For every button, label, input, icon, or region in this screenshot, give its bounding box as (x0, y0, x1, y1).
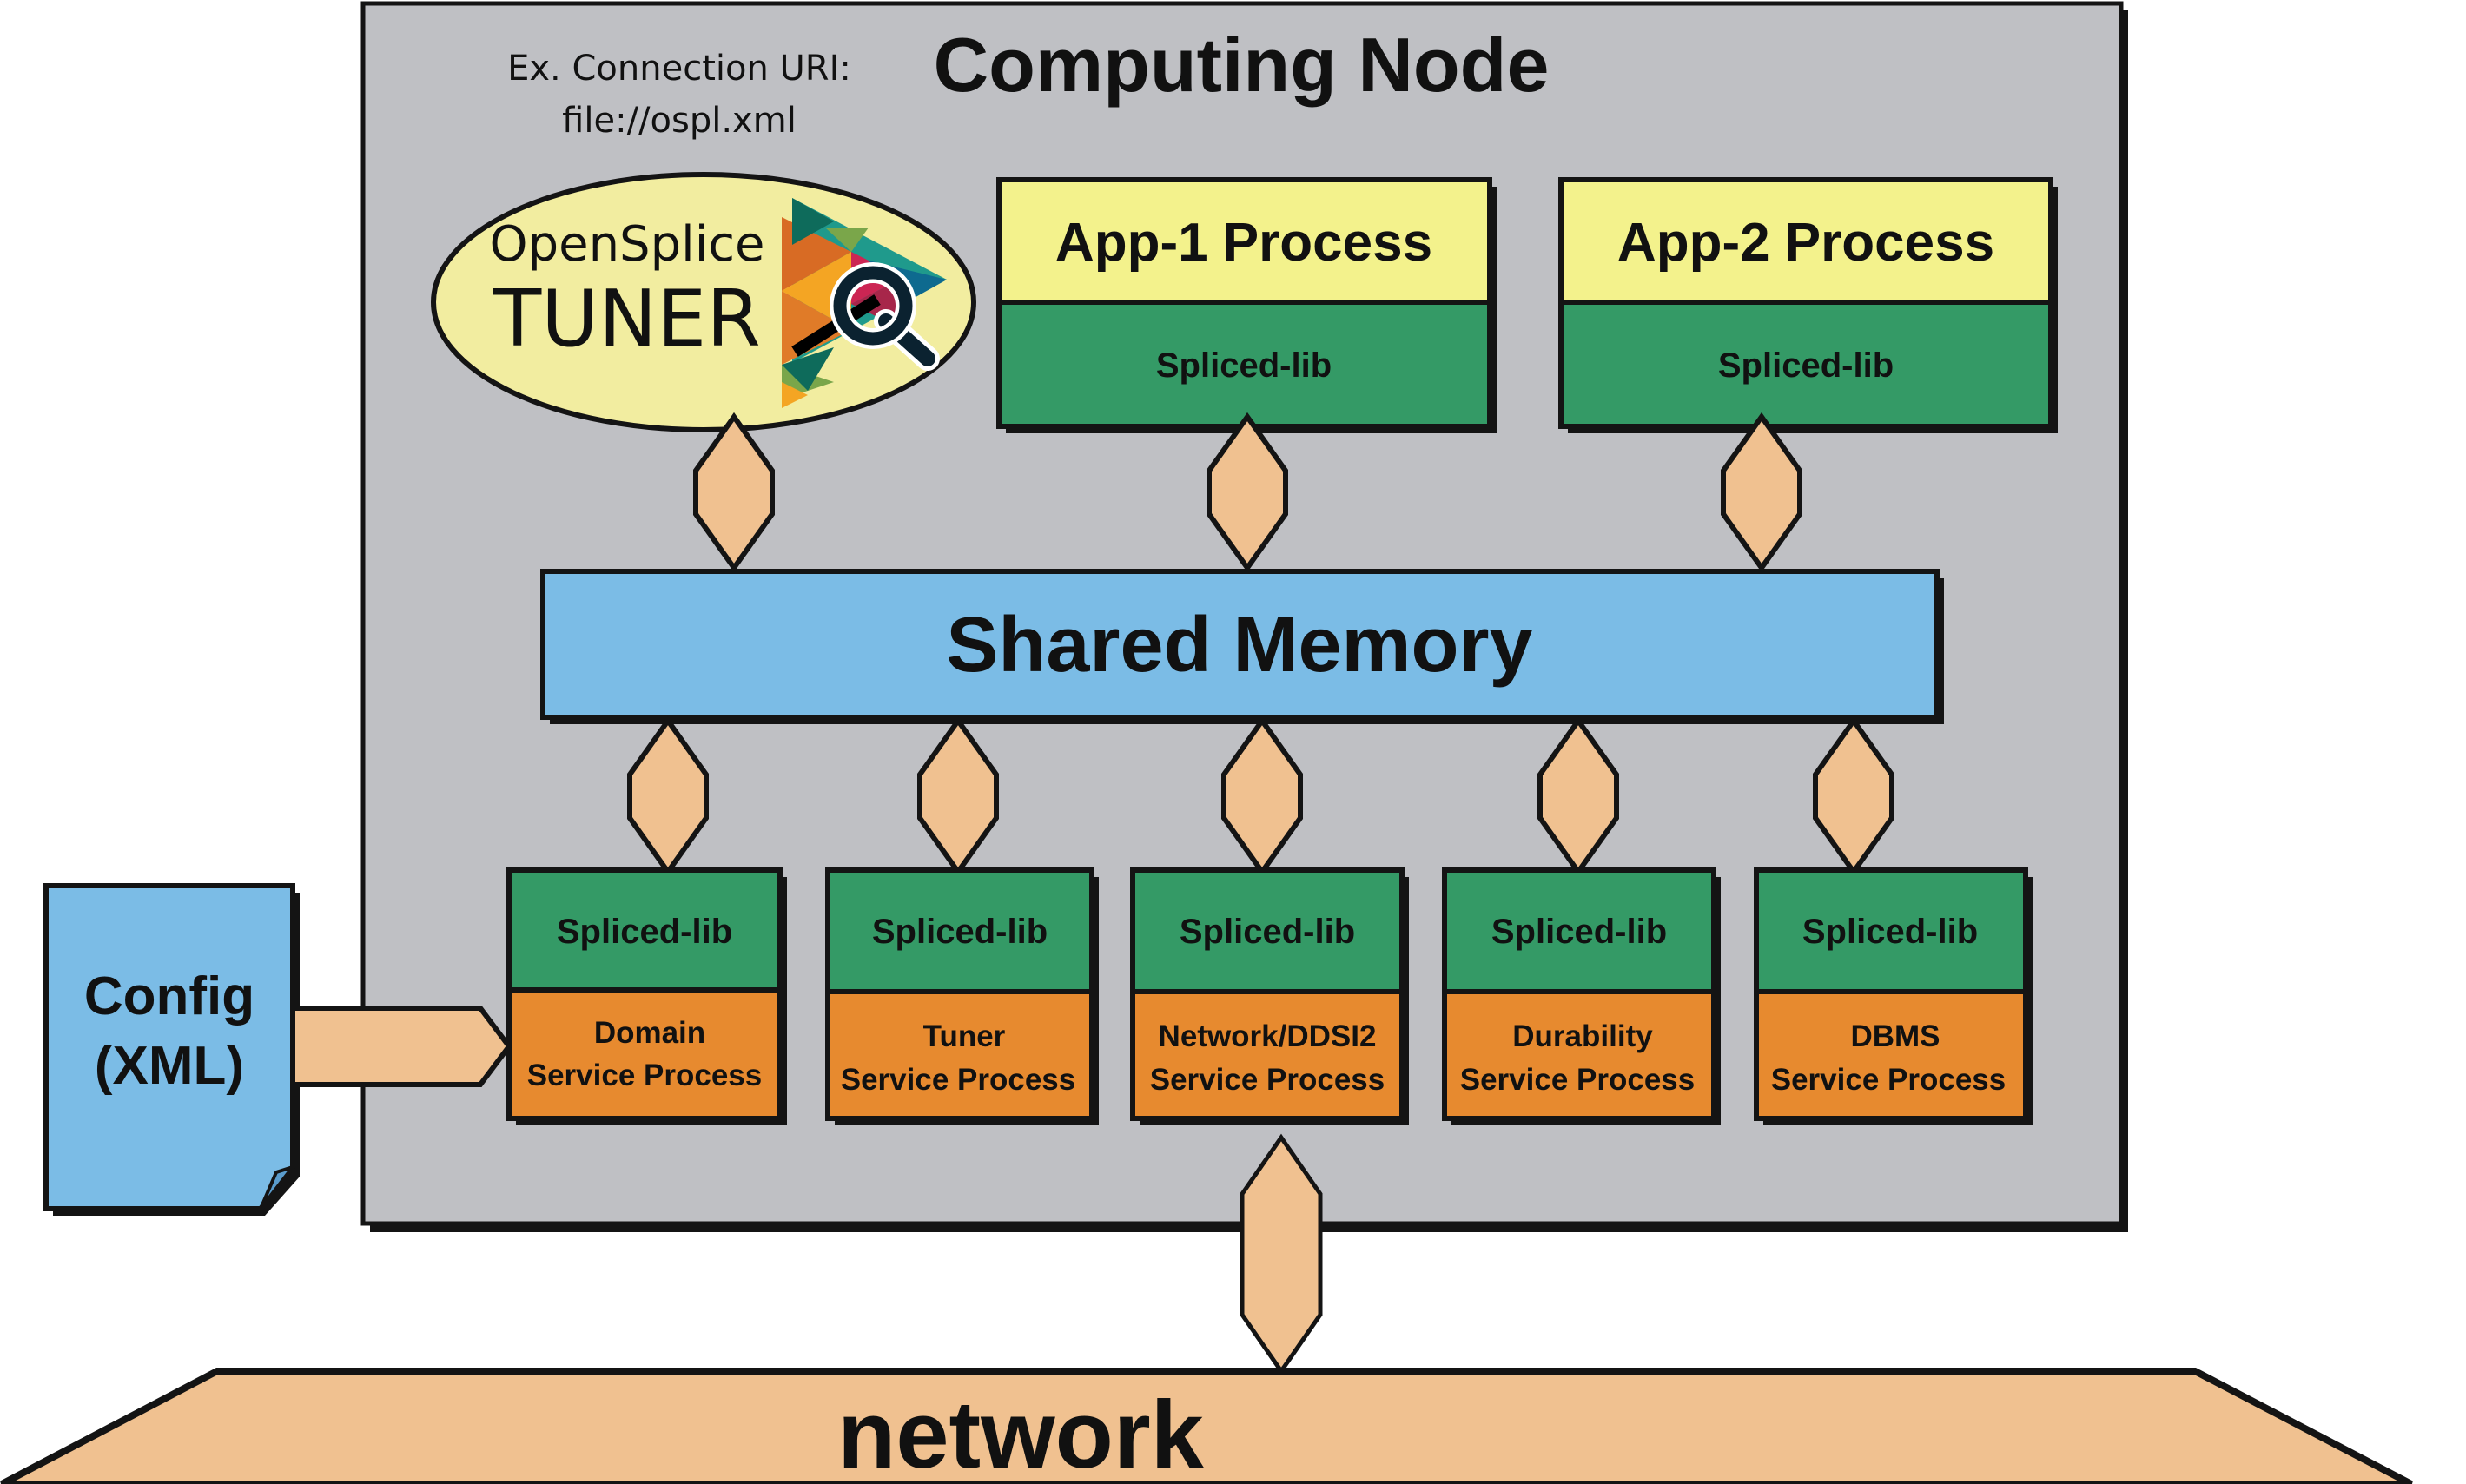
shared-memory-label: Shared Memory (946, 602, 1532, 689)
service-name-line1: Durability (1512, 1019, 1653, 1053)
service-processes: Spliced-lib Domain Service Process Splic… (506, 867, 2033, 1125)
upper-connectors (693, 412, 1802, 573)
service-dbms[interactable]: Spliced-lib DBMS Service Process (1754, 867, 2033, 1125)
service-name-line1: Domain (594, 1016, 705, 1050)
service-network-ddsi2[interactable]: Spliced-lib Network/DDSI2 Service Proces… (1130, 867, 1409, 1125)
service-name-line2: Service Process (1771, 1063, 2006, 1097)
connector-upper-2 (1207, 412, 1288, 573)
node-title: Computing Node (934, 22, 1550, 108)
service-name-line1: DBMS (1850, 1019, 1940, 1053)
service-name-line2: Service Process (841, 1063, 1075, 1097)
service-name-line1: Tuner (923, 1019, 1006, 1053)
network-label: network (837, 1382, 1205, 1484)
service-lib-label: Spliced-lib (1491, 913, 1667, 951)
tuner-brand-line2: TUNER (493, 274, 761, 365)
service-domain[interactable]: Spliced-lib Domain Service Process (506, 867, 787, 1125)
lower-connectors (627, 716, 1894, 877)
app-2-process[interactable]: App-2 Process Spliced-lib (1558, 177, 2058, 433)
shared-memory[interactable]: Shared Memory (540, 569, 1944, 724)
service-name-line2: Service Process (527, 1059, 762, 1092)
service-lib-label: Spliced-lib (557, 913, 732, 951)
config-label-line2: (XML) (95, 1036, 244, 1096)
network-bus[interactable]: network (0, 1368, 2420, 1484)
app-1-label: App-1 Process (1055, 213, 1432, 273)
connector-upper-1 (693, 412, 775, 573)
config-arrow (290, 1006, 512, 1087)
service-name-line2: Service Process (1460, 1063, 1695, 1097)
magnifier-icon (830, 262, 940, 371)
service-tuner[interactable]: Spliced-lib Tuner Service Process (825, 867, 1099, 1125)
connection-uri-value: file://ospl.xml (562, 101, 797, 141)
service-name-line1: Network/DDSI2 (1159, 1019, 1377, 1053)
connector-upper-3 (1721, 412, 1802, 573)
config-label-line1: Config (84, 966, 255, 1026)
connection-uri-label: Ex. Connection URI: (507, 49, 851, 89)
service-lib-label: Spliced-lib (1180, 913, 1355, 951)
service-durability[interactable]: Spliced-lib Durability Service Process (1442, 867, 1721, 1125)
app-1-process[interactable]: App-1 Process Spliced-lib (996, 177, 1497, 433)
service-name-line2: Service Process (1150, 1063, 1385, 1097)
app-1-lib-label: Spliced-lib (1156, 346, 1332, 385)
tuner-brand-line1: OpenSplice (489, 216, 764, 273)
app-2-label: App-2 Process (1617, 213, 1994, 273)
config-xml-document[interactable]: Config (XML) (43, 883, 300, 1216)
app-2-lib-label: Spliced-lib (1718, 346, 1894, 385)
service-lib-label: Spliced-lib (872, 913, 1048, 951)
opensplice-tuner[interactable]: OpenSplice TUNER (431, 172, 976, 432)
service-lib-label: Spliced-lib (1802, 913, 1978, 951)
